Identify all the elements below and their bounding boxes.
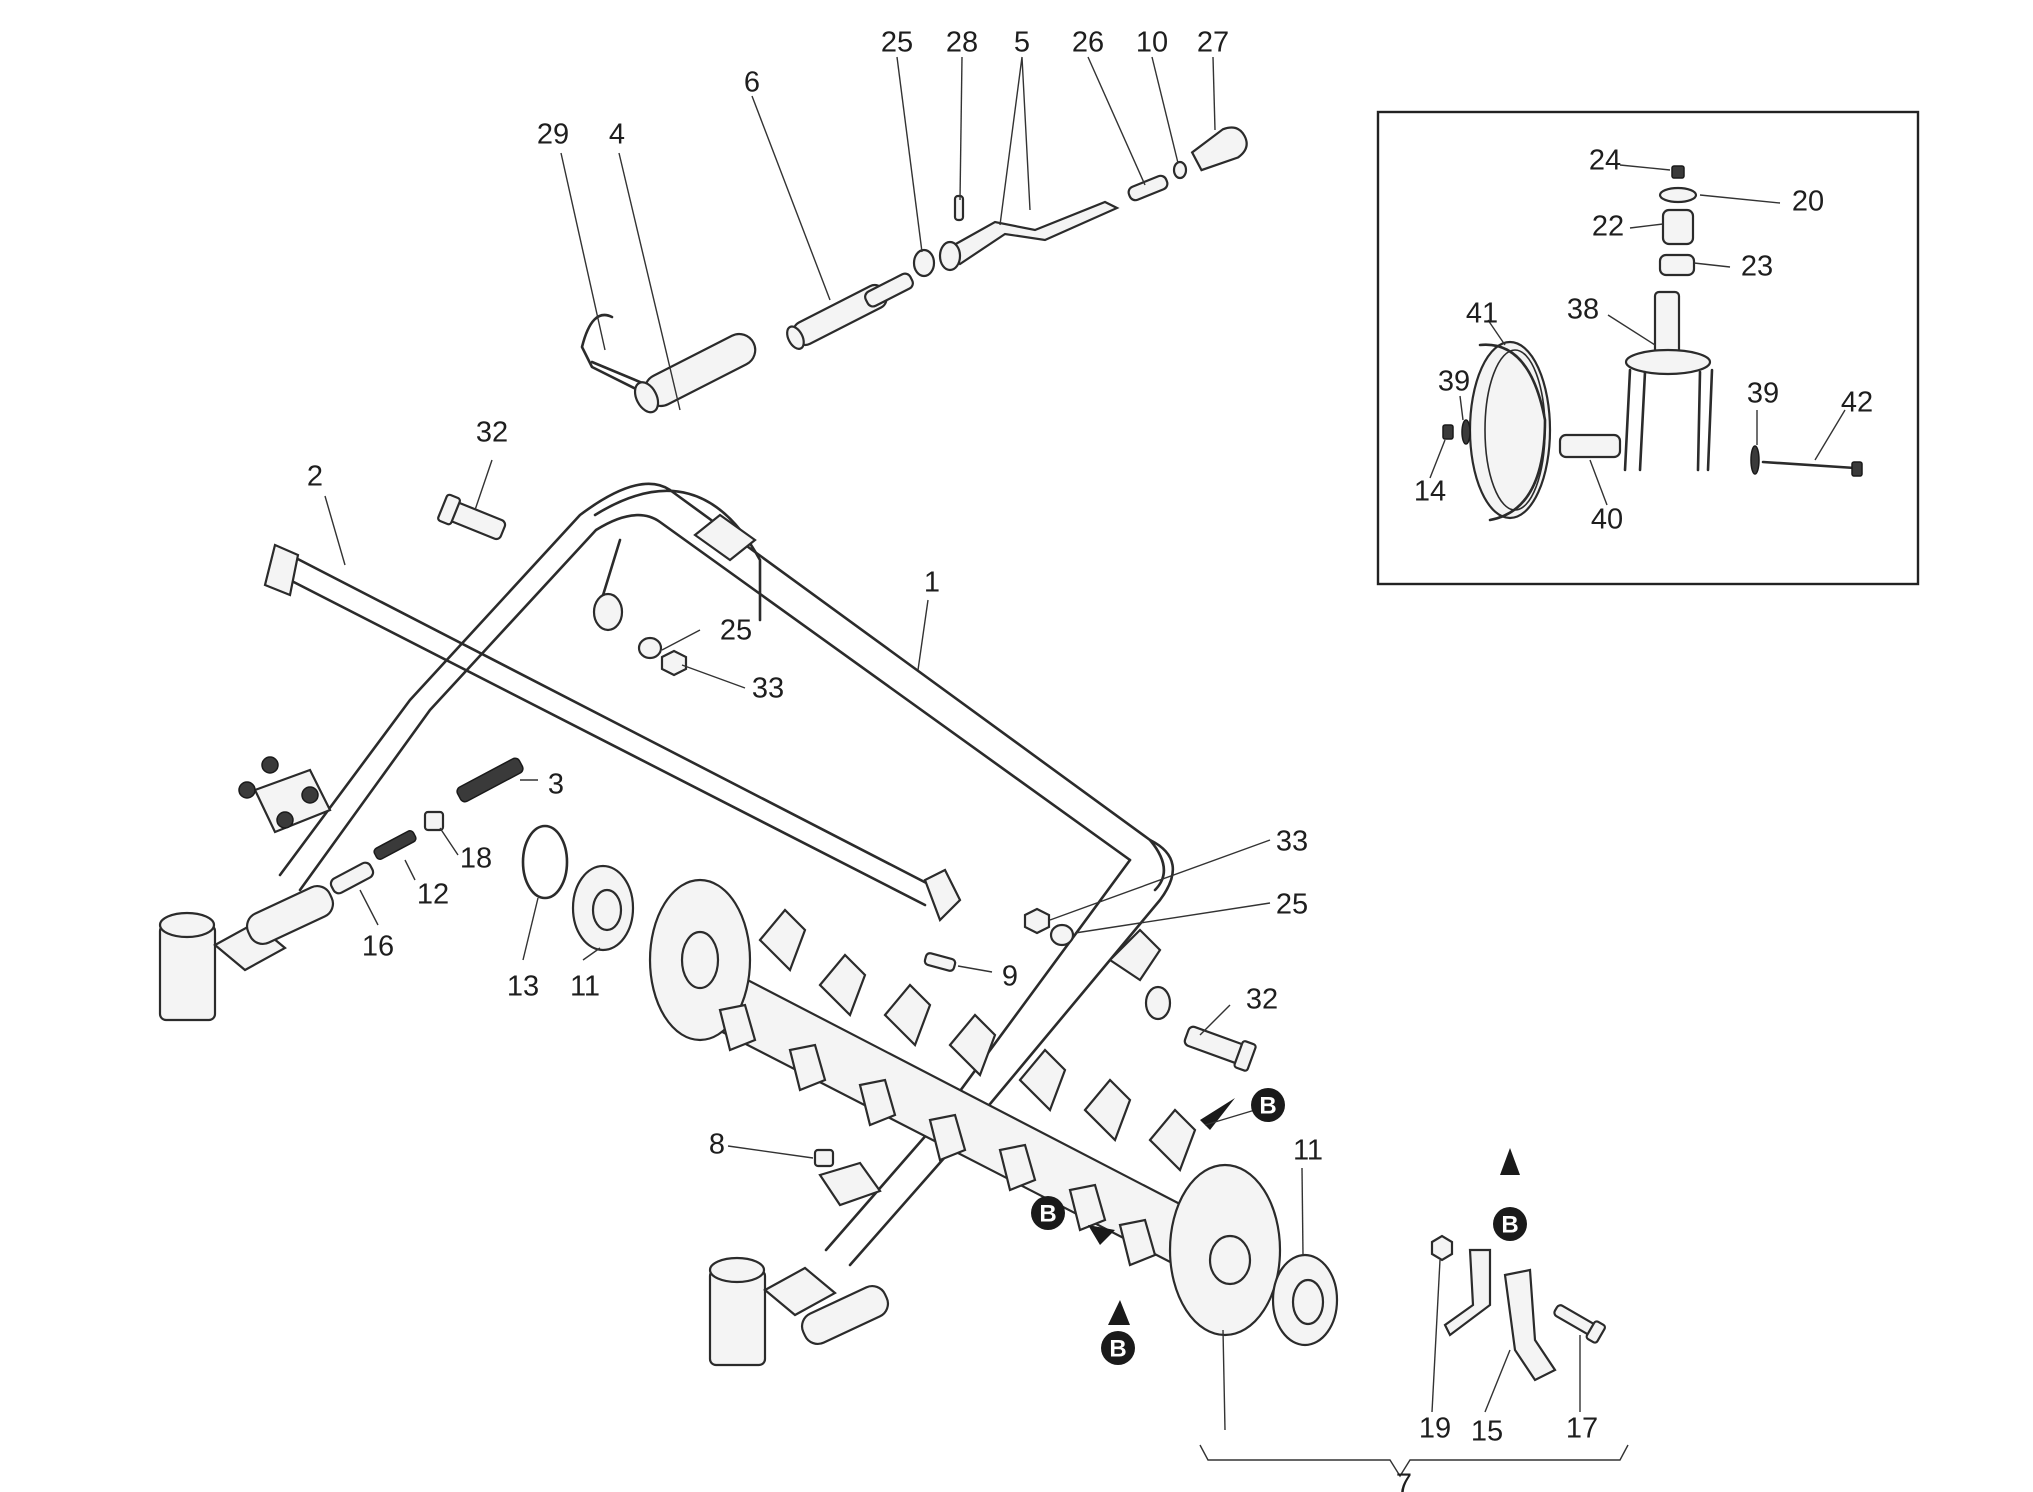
svg-text:B: B	[1501, 1212, 1518, 1239]
callout-11: 11	[570, 971, 600, 1003]
callout-42: 42	[1841, 387, 1873, 419]
detail-badge: B	[1101, 1331, 1135, 1365]
detail-markers	[1088, 1098, 1520, 1325]
callout-20: 20	[1792, 186, 1824, 218]
callout-2: 2	[307, 461, 323, 493]
callout-19: 19	[1419, 1413, 1451, 1445]
callout-12: 12	[417, 879, 449, 911]
small-parts	[329, 493, 1606, 1382]
callout-4: 4	[609, 119, 625, 151]
callout-6: 6	[744, 67, 760, 99]
callout-8: 8	[709, 1129, 725, 1161]
callout-3: 3	[548, 769, 564, 801]
main-frame	[158, 482, 1175, 1367]
callout-13: 13	[507, 971, 539, 1003]
callout-40: 40	[1591, 504, 1623, 536]
handle-assembly	[580, 126, 1248, 414]
callout-23: 23	[1741, 251, 1773, 283]
detail-badges: B B B B	[1031, 1088, 1527, 1365]
callout-29: 29	[537, 119, 569, 151]
callout-11: 11	[1293, 1135, 1323, 1167]
callout-25: 25	[881, 27, 913, 59]
callout-28: 28	[946, 27, 978, 59]
svg-text:B: B	[1109, 1336, 1126, 1363]
detail-badge: B	[1251, 1088, 1285, 1122]
svg-text:B: B	[1039, 1201, 1056, 1228]
callout-26: 26	[1072, 27, 1104, 59]
callout-10: 10	[1136, 27, 1168, 59]
wheel-detail-inset	[1376, 110, 1920, 586]
callout-33: 33	[752, 673, 784, 705]
callout-38: 38	[1567, 294, 1599, 326]
callout-17: 17	[1566, 1413, 1598, 1445]
callout-15: 15	[1471, 1416, 1503, 1448]
callout-25: 25	[1276, 889, 1308, 921]
callout-1: 1	[924, 567, 940, 599]
callout-32: 32	[476, 417, 508, 449]
callout-33: 33	[1276, 826, 1308, 858]
callout-16: 16	[362, 931, 394, 963]
svg-text:B: B	[1259, 1093, 1276, 1120]
callout-9: 9	[1002, 961, 1018, 993]
callout-18: 18	[460, 843, 492, 875]
callout-22: 22	[1592, 211, 1624, 243]
rotor-shaft	[648, 878, 1282, 1337]
callout-labels: 25 28 5 26 10 27 6 29 4 32 2 1 25 33 3 1…	[307, 27, 1873, 1492]
callout-39: 39	[1747, 378, 1779, 410]
detail-badge: B	[1031, 1196, 1065, 1230]
leader-lines	[324, 56, 1846, 1478]
callout-41: 41	[1466, 298, 1498, 330]
callout-5: 5	[1014, 27, 1030, 59]
callout-39: 39	[1438, 366, 1470, 398]
detail-badge: B	[1493, 1207, 1527, 1241]
callout-14: 14	[1414, 476, 1446, 508]
callout-7: 7	[1396, 1469, 1412, 1492]
callout-25: 25	[720, 615, 752, 647]
callout-24: 24	[1589, 145, 1621, 177]
callout-32: 32	[1246, 984, 1278, 1016]
callout-27: 27	[1197, 27, 1229, 59]
